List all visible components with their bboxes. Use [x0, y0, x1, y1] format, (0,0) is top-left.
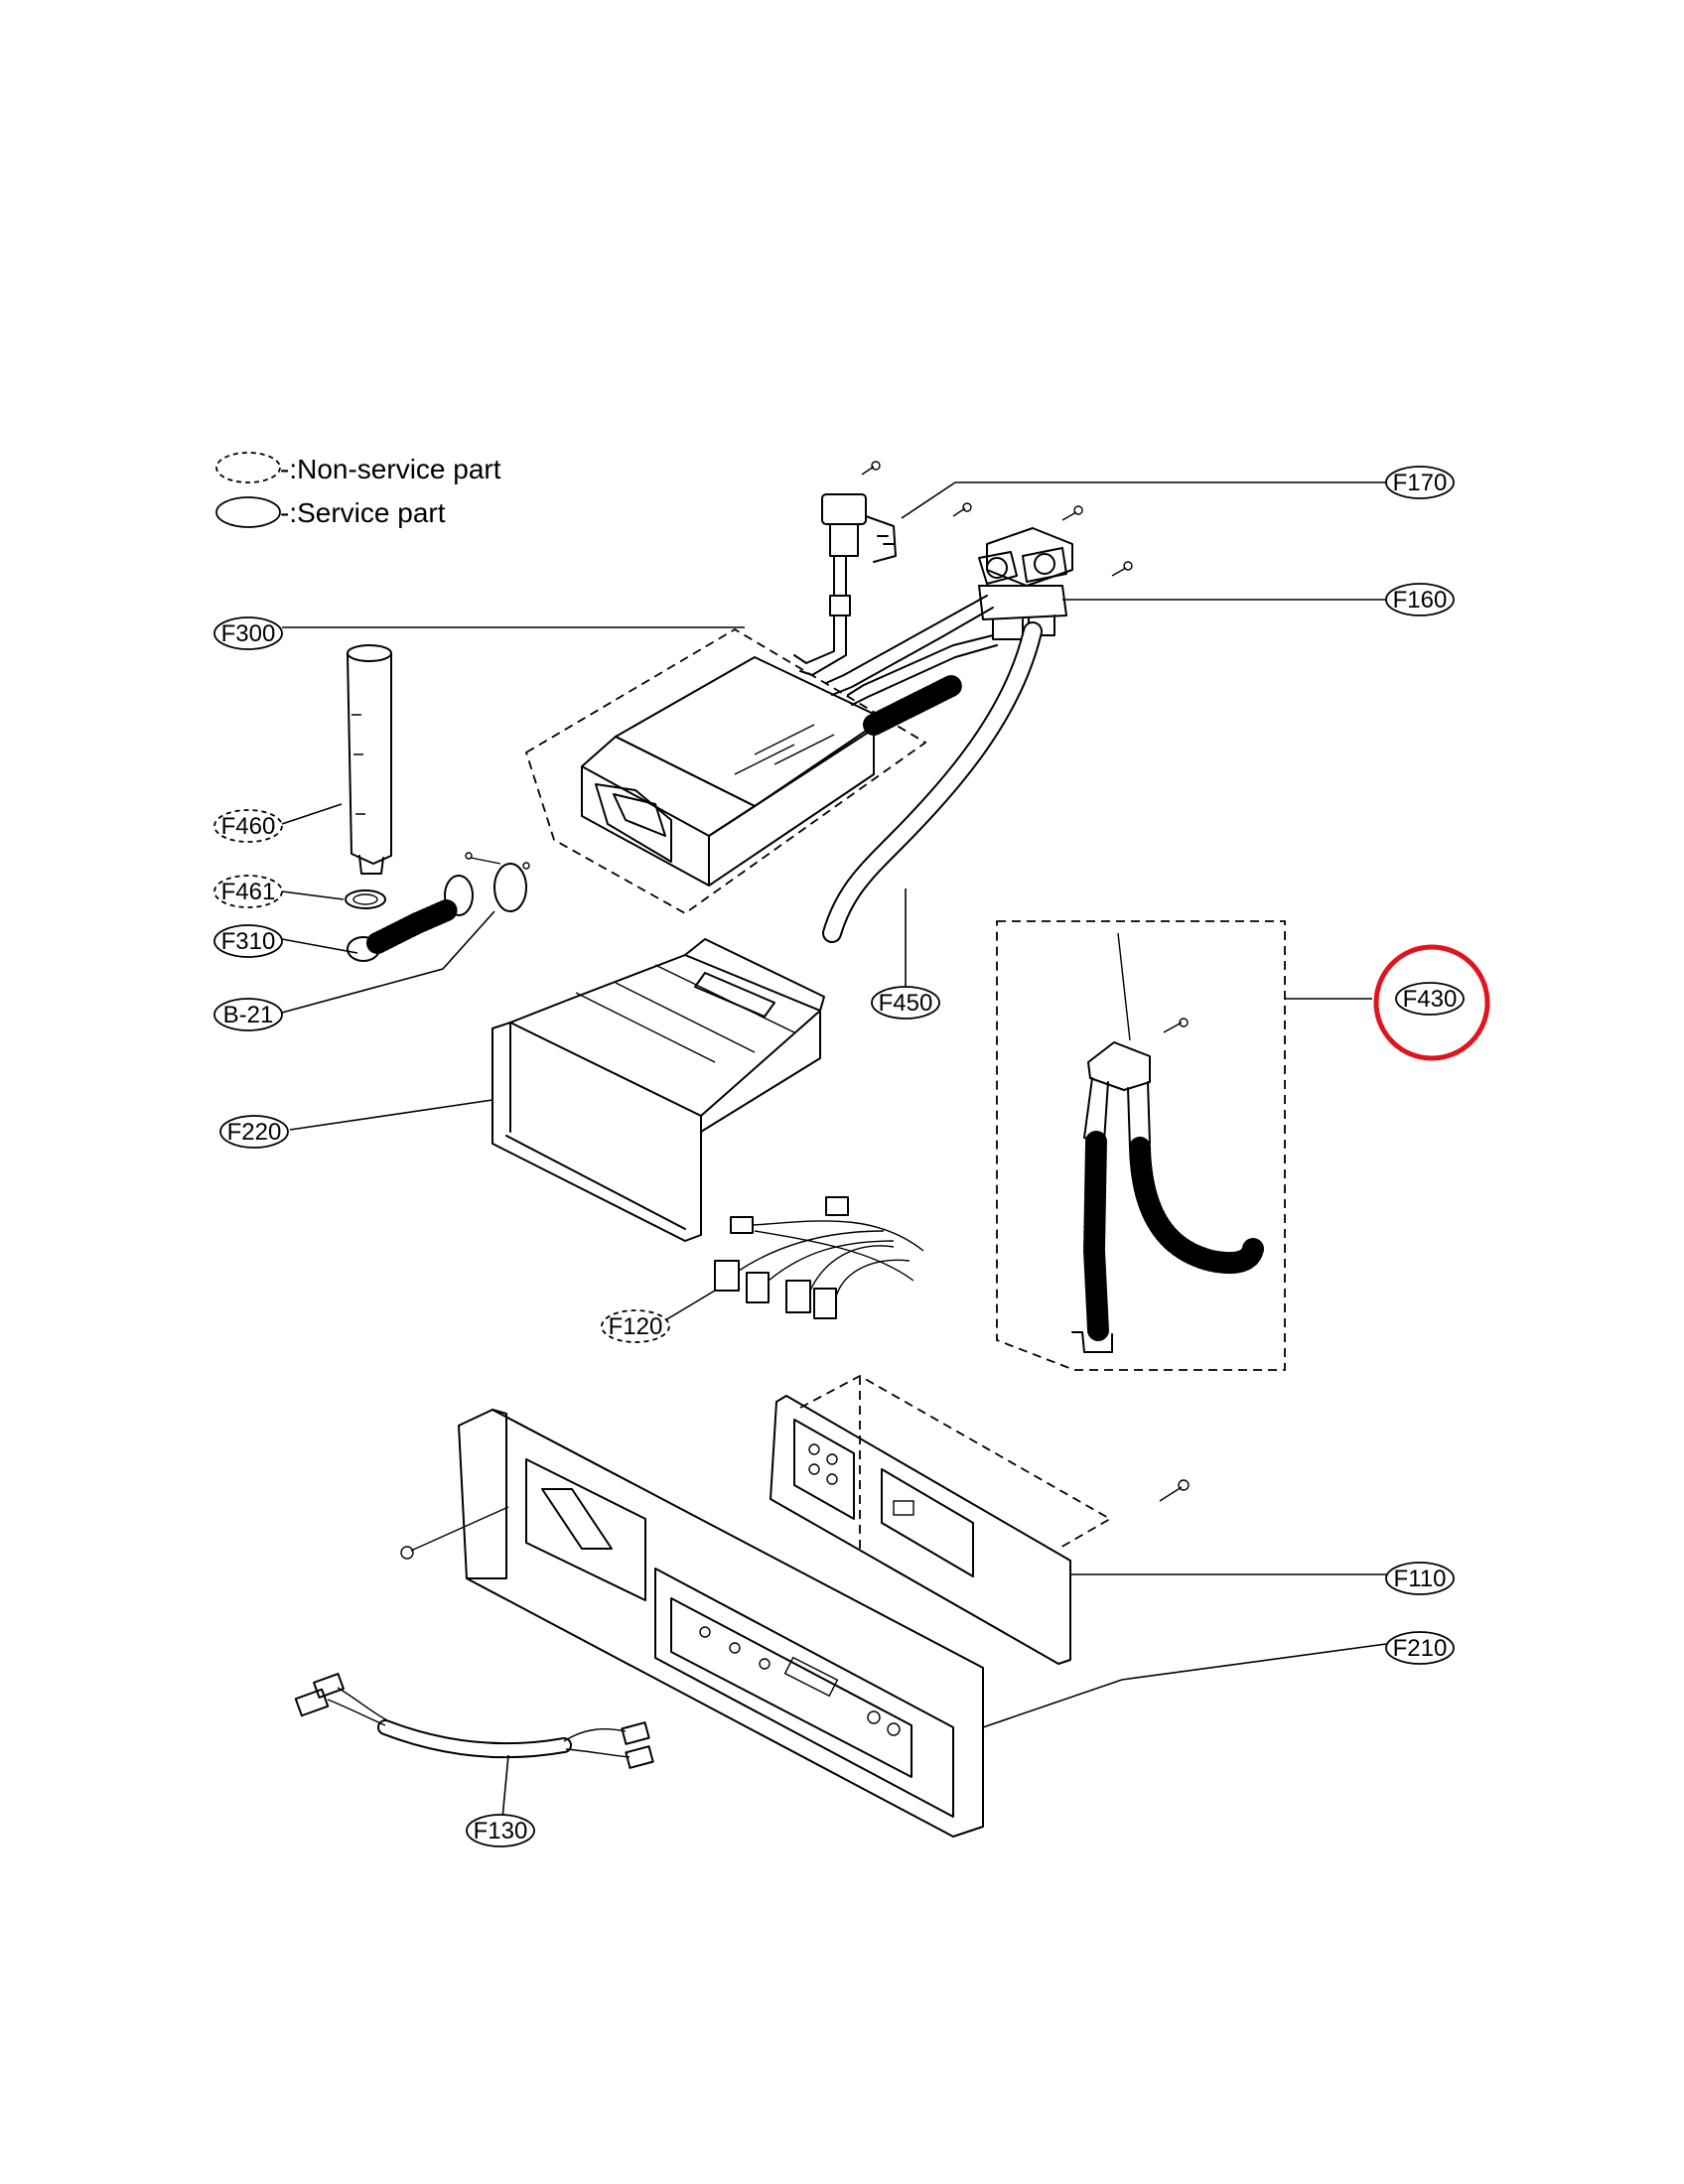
label-f430-text: F430 — [1403, 986, 1458, 1013]
label-f170-bubble — [1385, 466, 1455, 499]
label-f130-bubble — [466, 1814, 535, 1847]
label-f300-text: F300 — [221, 620, 276, 647]
label-f210-bubble — [1385, 1631, 1455, 1665]
label-f460: F460 — [213, 809, 283, 843]
legend-non-service-symbol — [215, 452, 281, 483]
label-f170: F170 — [1385, 466, 1455, 499]
label-f110: F110 — [1385, 1562, 1455, 1595]
inlet-hoses-drawing — [793, 595, 998, 706]
label-f120: F120 — [601, 1309, 670, 1343]
label-f220: F220 — [219, 1115, 289, 1149]
dispenser-housing-drawing — [524, 627, 964, 915]
label-f220-text: F220 — [227, 1119, 282, 1146]
wire-harness-drawing — [714, 1196, 924, 1319]
highlight-circle — [1373, 944, 1490, 1061]
pcb-assembly-drawing — [770, 1374, 1190, 1665]
inlet-valve-single-drawing — [821, 461, 972, 616]
label-f160-bubble — [1385, 583, 1455, 616]
label-f120-text: F120 — [609, 1313, 663, 1340]
legend: -:Non-service part -:Service part — [215, 452, 501, 528]
label-f460-text: F460 — [221, 813, 276, 840]
legend-service-label: -:Service part — [280, 497, 446, 528]
label-f210-text: F210 — [1393, 1635, 1448, 1662]
label-b21-text: B-21 — [223, 1002, 274, 1028]
label-f461-bubble — [213, 875, 283, 908]
label-f130: F130 — [466, 1814, 535, 1847]
label-f310-bubble — [213, 924, 283, 958]
label-f300-bubble — [213, 616, 283, 650]
label-f300: F300 — [213, 616, 283, 650]
label-f450-text: F450 — [879, 990, 933, 1017]
label-f110-bubble — [1385, 1562, 1455, 1595]
label-f130-text: F130 — [474, 1818, 528, 1844]
label-f461: F461 — [213, 875, 283, 908]
bellows-hose-drawing — [347, 852, 530, 962]
inlet-valve-double-drawing — [978, 505, 1133, 640]
pipe-vertical-drawing — [347, 644, 392, 875]
legend-service-symbol — [215, 496, 281, 528]
cable-harness-drawing — [294, 1673, 654, 1769]
label-f160-text: F160 — [1393, 587, 1448, 614]
clamp-drawing — [345, 889, 386, 909]
drain-hose-assembly-drawing — [996, 920, 1286, 1371]
leader-lines — [281, 481, 1387, 1820]
label-f430: F430 — [1373, 944, 1490, 1061]
label-f450-bubble — [871, 986, 940, 1020]
label-f461-text: F461 — [221, 879, 276, 905]
detergent-drawer-drawing — [491, 938, 825, 1242]
label-f210: F210 — [1385, 1631, 1455, 1665]
label-b21: B-21 — [213, 998, 283, 1031]
label-f460-bubble — [213, 809, 283, 843]
label-f120-bubble — [601, 1309, 670, 1343]
label-f310: F310 — [213, 924, 283, 958]
label-f220-bubble — [219, 1115, 289, 1149]
label-f430-bubble — [1395, 982, 1465, 1016]
label-f170-text: F170 — [1393, 470, 1448, 496]
label-f110-text: F110 — [1394, 1566, 1447, 1592]
control-panel-drawing — [400, 1409, 984, 1838]
label-f450: F450 — [871, 986, 940, 1020]
label-f310-text: F310 — [221, 928, 276, 955]
label-b21-bubble — [213, 998, 283, 1031]
legend-non-service-label: -:Non-service part — [280, 454, 501, 484]
label-f160: F160 — [1385, 583, 1455, 616]
hose-long-drawing — [822, 621, 1043, 943]
